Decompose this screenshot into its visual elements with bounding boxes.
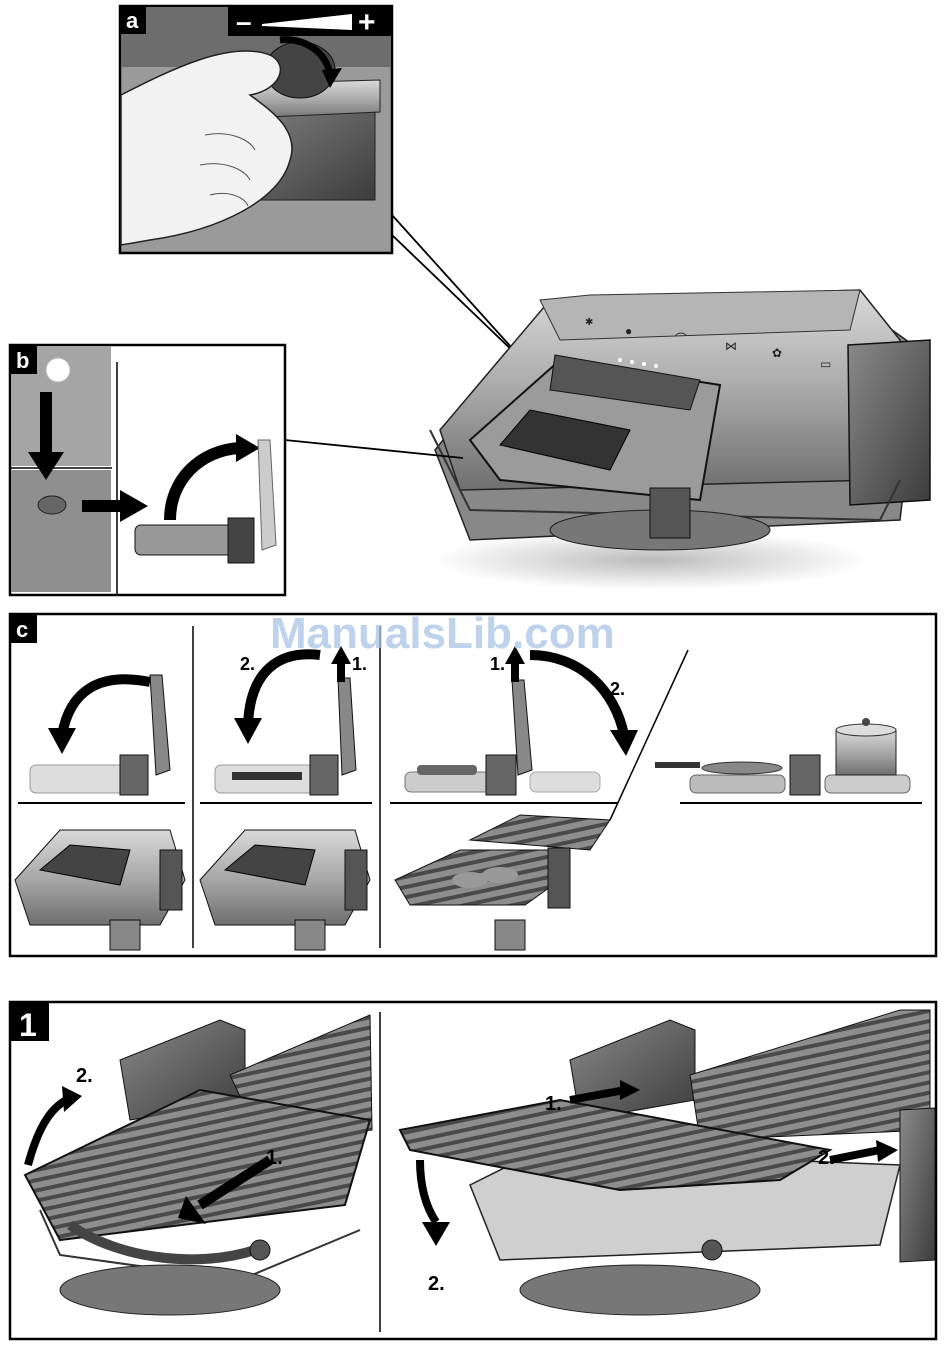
panel-a-label: a <box>126 8 139 33</box>
panel-b-label: b <box>16 348 29 373</box>
panel-c: c 2. 1. <box>10 614 936 956</box>
step-2-label-open: 2. <box>610 679 625 699</box>
panel-b: b <box>10 345 285 595</box>
panel-1-step-2-left: 2. <box>76 1065 93 1087</box>
panel-c-label: c <box>16 617 28 642</box>
panel-1-step-2-down: 2. <box>428 1273 445 1295</box>
minus-sign: – <box>236 6 252 37</box>
panel-1-step-1-left: 1. <box>266 1147 283 1169</box>
panel-1: 1 2. 1. 1. <box>10 1002 936 1339</box>
plus-sign: + <box>358 6 376 39</box>
sausage-icon: ▭ <box>820 357 831 371</box>
chicken-icon: ⌒ <box>675 332 687 346</box>
steak-icon: ● <box>625 324 632 338</box>
watermark: ManualsLib.com <box>270 609 615 658</box>
panel-1-label: 1 <box>19 1007 37 1043</box>
step-2-label: 2. <box>240 654 255 674</box>
toast-icon: ✱ <box>585 317 593 328</box>
panel-1-step-2-right: 2. <box>818 1147 835 1169</box>
contact-grill-closed: ✱ ● ⌒ ⋈ ✿ ▭ <box>430 290 930 590</box>
panel-a: a – + <box>120 6 392 253</box>
fish-icon: ⋈ <box>725 339 737 353</box>
vegetable-icon: ✿ <box>772 346 782 360</box>
panel-1-step-1-right: 1. <box>545 1093 562 1115</box>
